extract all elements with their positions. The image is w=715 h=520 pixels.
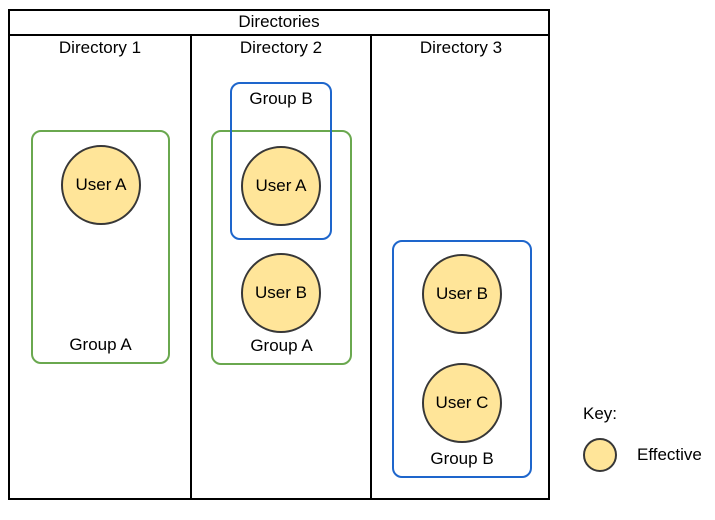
group-label: Group B: [430, 449, 494, 468]
user-circle-dir1-user-a: User A: [61, 145, 141, 225]
user-circle-dir3-user-c: User C: [422, 363, 502, 443]
key-title: Key:: [583, 404, 618, 423]
user-label: User C: [435, 393, 489, 412]
group-box-dir3-group-b: Group B: [392, 240, 532, 478]
group-label: Group A: [69, 335, 132, 354]
user-label: User A: [75, 175, 127, 194]
column-divider-2: [370, 35, 372, 500]
group-box-dir2-group-b: Group B: [230, 82, 332, 240]
user-circle-dir3-user-b: User B: [422, 254, 502, 334]
user-circle-dir2-user-b: User B: [241, 253, 321, 333]
user-circle-dir2-user-a: User A: [241, 146, 321, 226]
group-label: Group B: [249, 89, 313, 108]
effective-user-circle-icon: [583, 438, 617, 472]
directories-frame: [8, 9, 550, 500]
user-label: User A: [255, 176, 307, 195]
user-label: User B: [255, 283, 307, 302]
user-label: User B: [436, 284, 488, 303]
group-box-dir1-group-a: Group A: [31, 130, 170, 364]
directory-1-label: Directory 1: [58, 38, 142, 57]
diagram-title: Directories: [238, 12, 320, 31]
directory-2-label: Directory 2: [239, 38, 323, 57]
header-divider-line: [8, 34, 550, 36]
group-label: Group A: [250, 336, 313, 355]
column-divider-1: [190, 35, 192, 500]
key-entry-label: Effective: [637, 445, 702, 464]
directory-3-label: Directory 3: [419, 38, 503, 57]
group-box-dir2-group-a: Group A: [211, 130, 352, 365]
